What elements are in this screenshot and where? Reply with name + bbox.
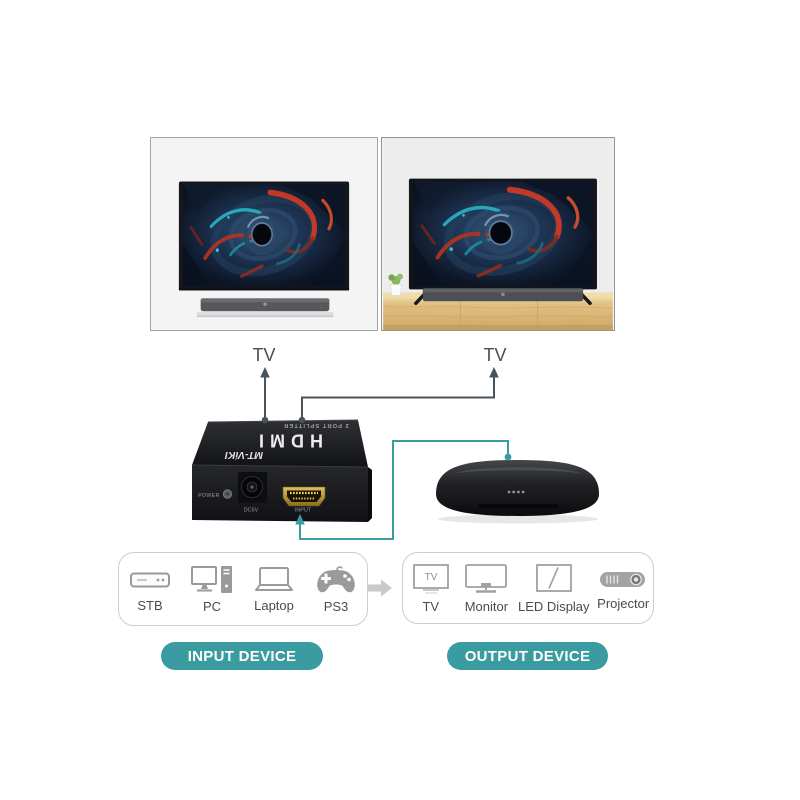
input-item-label: PS3: [323, 599, 349, 614]
hdmi-logo-text: HDMI: [253, 431, 323, 451]
flow-arrow-icon: [368, 579, 392, 597]
output-item-label: TV: [422, 599, 440, 614]
laptop-icon: [255, 567, 293, 591]
input-device-panel: STB PC Laptop: [118, 552, 368, 626]
output-item-led-display: LED Display: [518, 562, 590, 614]
tv-photo-left: [150, 137, 378, 331]
output-item-tv: TV TV: [407, 562, 455, 614]
input-item-label: PC: [202, 599, 222, 614]
power-led: POWER: [198, 489, 233, 499]
stb-icon: [130, 572, 170, 588]
monitor-icon: [465, 564, 508, 593]
input-device-badge: INPUT DEVICE: [161, 642, 323, 670]
led-display-icon: [535, 564, 572, 592]
output-item-label: Projector: [597, 596, 650, 611]
media-box-body: [436, 460, 599, 516]
input-item-laptop: Laptop: [250, 565, 298, 613]
tv-photo-right: [381, 137, 615, 331]
tv-label-left: TV: [252, 345, 276, 365]
soundbar: [422, 288, 584, 302]
hdmi-splitter-graphic: 2 PORT SPLITTER HDMI MT-ViKI POWER DC5V: [191, 419, 372, 522]
output-device-badge: OUTPUT DEVICE: [447, 642, 608, 670]
tv-icon-text: TV: [424, 572, 437, 583]
tv-photo-right-graphic: [383, 138, 613, 330]
splitter-brand-group: MT-ViKI: [224, 449, 263, 461]
tv-photo-left-graphic: [151, 138, 377, 330]
pc-icon: [191, 566, 232, 593]
soundbar: [200, 298, 330, 312]
media-box-device: [426, 452, 610, 526]
splitter-top-text: 2 PORT SPLITTER: [283, 422, 349, 428]
input-item-pc: PC: [188, 564, 236, 614]
output-item-projector: Projector: [597, 565, 649, 611]
dc-power-jack: DC5V: [238, 472, 267, 514]
output-item-label: LED Display: [518, 599, 590, 614]
output-device-panel: TV TV Monitor LED Display: [402, 552, 654, 624]
tv-label-right: TV: [483, 345, 507, 365]
splitter-top-text-group: 2 PORT SPLITTER: [283, 422, 349, 428]
input-item-stb: STB: [126, 565, 174, 613]
tv-screen-artwork: [183, 185, 345, 287]
wall-mounted-tv: [178, 181, 350, 291]
hdmi-splitter-device: 2 PORT SPLITTER HDMI MT-ViKI POWER DC5V: [186, 410, 376, 524]
projector-icon: [600, 572, 646, 587]
output-item-label: Monitor: [464, 599, 509, 614]
dc-label: DC5V: [244, 508, 259, 514]
input-item-label: Laptop: [254, 598, 294, 613]
tv-screen-artwork: [413, 182, 593, 287]
input-item-ps3: PS3: [312, 564, 360, 614]
input-label: INPUT: [295, 508, 312, 514]
input-item-label: STB: [137, 598, 163, 613]
tv-on-stand: [408, 178, 597, 306]
splitter-logo-group: HDMI: [253, 431, 323, 451]
gamepad-icon: [317, 566, 355, 593]
brand-text: MT-ViKI: [224, 449, 263, 461]
tv-icon: TV: [412, 564, 449, 594]
output-item-monitor: Monitor: [462, 562, 510, 614]
media-box-graphic: [436, 460, 599, 524]
floating-shelf: [196, 312, 334, 318]
plant: [388, 273, 403, 296]
power-label: POWER: [198, 493, 220, 499]
